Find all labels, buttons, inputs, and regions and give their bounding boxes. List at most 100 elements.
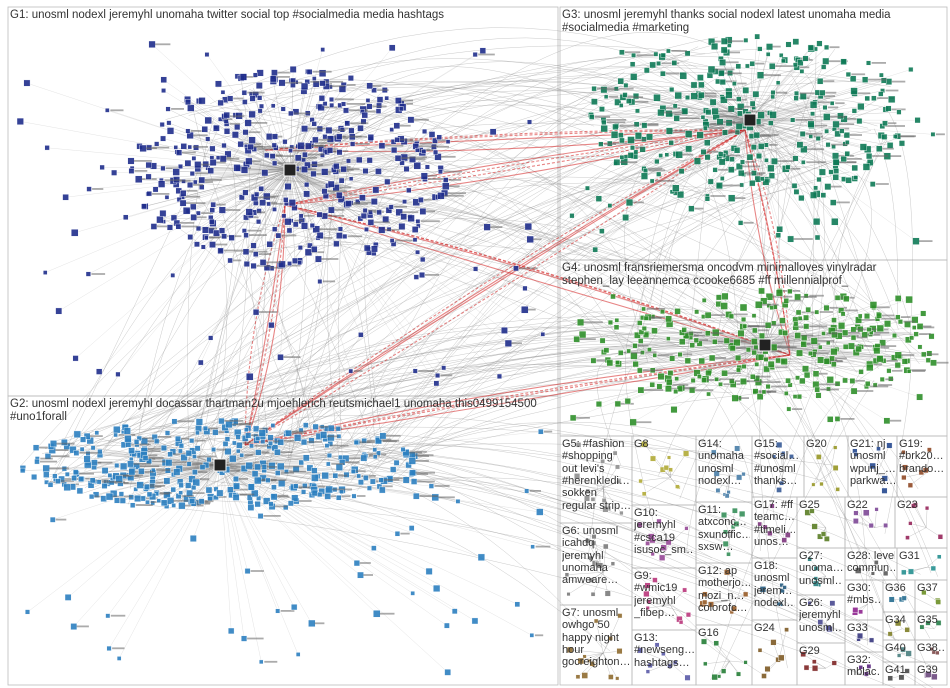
vertex-label-mark — [338, 474, 348, 477]
vertex-label-mark — [443, 170, 462, 173]
bridge-edge — [381, 72, 768, 450]
vertex-g4 — [720, 302, 728, 310]
vertex-g2 — [78, 476, 85, 482]
vertex-label-mark — [644, 389, 664, 391]
vertex-g1 — [363, 244, 371, 252]
vertex-g2 — [291, 494, 299, 502]
group-label-g35: G35 — [917, 614, 938, 626]
vertex-label-mark — [312, 70, 332, 73]
vertex-g3 — [749, 180, 756, 187]
vertex-label-mark — [402, 211, 419, 214]
vertex-g1 — [175, 223, 182, 230]
vertex-label-mark — [655, 180, 675, 182]
small-group-edge — [910, 472, 928, 486]
bridge-edge — [228, 437, 706, 613]
vertex-g1 — [160, 165, 166, 171]
vertex-g1 — [483, 223, 491, 231]
bridge-edge — [394, 466, 927, 688]
vertex-g4 — [669, 355, 676, 362]
vertex-g2 — [71, 475, 77, 481]
vertex-g3 — [785, 41, 792, 48]
vertex-label-mark — [799, 92, 815, 95]
vertex-g1 — [172, 168, 180, 176]
vertex-label-mark — [919, 333, 931, 335]
vertex-label-mark — [330, 444, 349, 447]
vertex-g1 — [187, 104, 195, 112]
vertex-g29 — [812, 659, 817, 664]
vertex-g28 — [874, 560, 879, 565]
vertex-label-mark — [385, 144, 404, 147]
vertex-g2 — [128, 468, 136, 476]
vertex-g3 — [802, 55, 809, 62]
small-group-edge — [705, 660, 730, 664]
vertex-label-mark — [49, 467, 70, 470]
vertex-label-mark — [251, 160, 261, 163]
vertex-g24 — [778, 654, 785, 662]
cluster-edge — [668, 344, 766, 389]
vertex-g2 — [357, 571, 364, 579]
vertex-g3 — [769, 111, 777, 119]
vertex-label-mark — [414, 454, 434, 457]
vertex-g1 — [173, 145, 179, 150]
vertex-label-mark — [283, 465, 304, 468]
vertex-label-mark — [246, 76, 257, 78]
vertex-g4 — [721, 292, 729, 300]
bridge-edge — [116, 501, 896, 688]
cluster-edge — [213, 162, 291, 171]
vertex-g2 — [263, 497, 271, 505]
vertex-g13 — [661, 651, 666, 656]
vertex-g2 — [227, 486, 234, 493]
vertex-g2 — [205, 486, 213, 494]
bridge-edge — [331, 422, 770, 482]
cluster-edge — [219, 464, 248, 572]
vertex-g15 — [776, 487, 782, 493]
cluster-edge — [182, 169, 291, 204]
vertex-g1 — [357, 124, 364, 132]
vertex-g6 — [604, 590, 611, 597]
vertex-g11 — [726, 552, 731, 557]
vertex-label-mark — [365, 110, 377, 113]
bridge-edge — [129, 117, 750, 469]
vertex-g1 — [187, 144, 192, 150]
vertex-g1 — [358, 332, 364, 338]
vertex-g2 — [199, 464, 206, 470]
vertex-label-mark — [839, 161, 857, 163]
group-label-g27: G27: unoma… unosml… — [799, 550, 843, 587]
vertex-g4 — [741, 317, 747, 323]
vertex-label-mark — [795, 118, 814, 121]
group-label-g38: G38… — [917, 642, 945, 654]
small-group-edge — [703, 641, 730, 662]
vertex-label-mark — [761, 381, 781, 383]
small-group-edge — [640, 477, 671, 482]
vertex-g4 — [665, 315, 673, 323]
vertex-label-mark — [258, 253, 272, 255]
vertex-g4 — [786, 406, 792, 412]
vertex-g4 — [834, 416, 841, 422]
vertex-g20 — [811, 482, 816, 487]
vertex-g2 — [222, 441, 229, 447]
vertex-g1 — [271, 69, 278, 76]
vertex-g9 — [646, 599, 651, 604]
vertex-g2 — [390, 466, 397, 473]
cluster-edge — [219, 464, 437, 589]
vertex-g3 — [718, 151, 724, 157]
bridge-edge — [833, 136, 889, 379]
vertex-g24 — [761, 673, 767, 679]
vertex-label-mark — [346, 84, 356, 86]
vertex-g3 — [736, 96, 742, 102]
vertex-g3 — [669, 87, 675, 93]
vertex-g13 — [684, 674, 691, 681]
vertex-g8 — [675, 484, 680, 489]
vertex-g2 — [326, 453, 332, 459]
strong-edge — [244, 204, 286, 446]
vertex-g4 — [876, 312, 883, 319]
vertex-g26 — [825, 625, 831, 631]
vertex-g3 — [693, 157, 701, 165]
vertex-label-mark — [722, 184, 742, 187]
vertex-g7 — [587, 659, 592, 663]
small-group-edge — [825, 603, 833, 624]
vertex-g3 — [607, 203, 613, 209]
vertex-label-mark — [311, 145, 326, 147]
vertex-g3 — [807, 44, 814, 51]
bridge-edge — [230, 344, 677, 456]
